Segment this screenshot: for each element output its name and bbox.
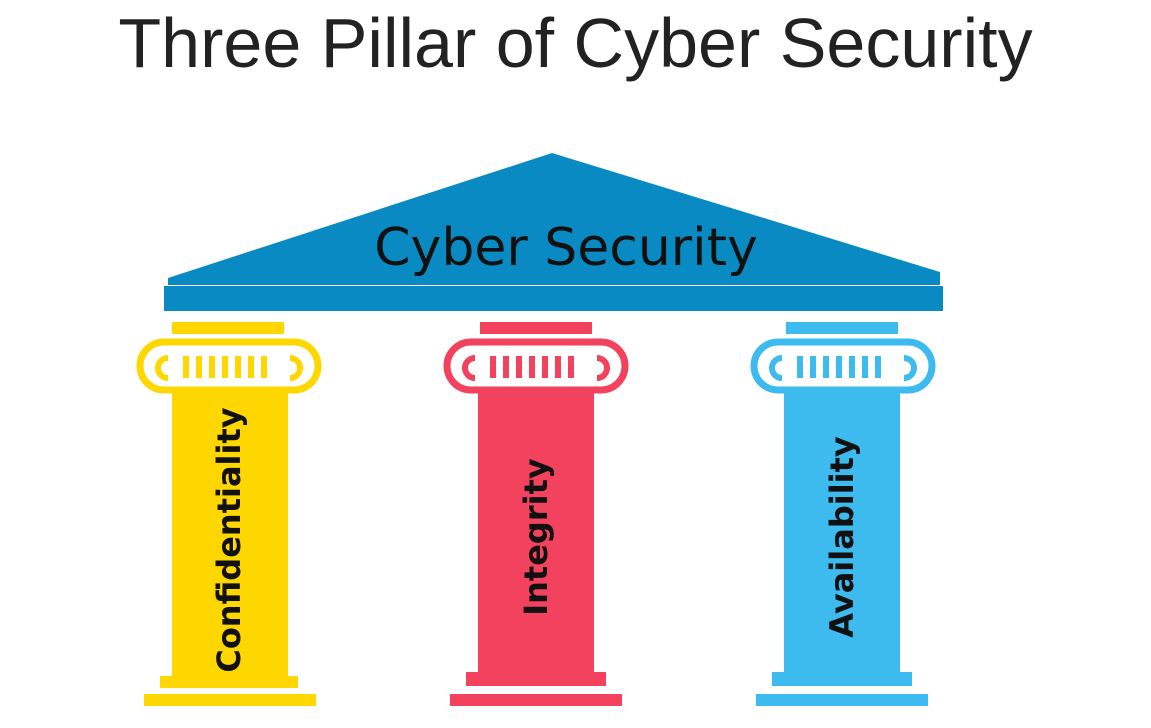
flute <box>183 356 189 378</box>
pillar-integrity: Integrity <box>443 322 629 706</box>
pillar-capital-white <box>750 338 936 394</box>
pillar-base-lower <box>450 694 622 706</box>
pillar-volute-left <box>769 355 783 381</box>
flute <box>516 356 522 378</box>
pillar-top-bar <box>480 322 592 334</box>
flute <box>810 356 816 378</box>
flute <box>222 356 228 378</box>
pillar-volute-left <box>155 355 169 381</box>
flute <box>235 356 241 378</box>
flute <box>529 356 535 378</box>
flute <box>875 356 881 378</box>
pillar-top-bar <box>172 322 284 334</box>
flute <box>568 356 574 378</box>
flute <box>797 356 803 378</box>
pillar-volute-right <box>289 355 303 381</box>
roof: Cyber Security <box>164 153 943 311</box>
pillar-availability: Availability <box>750 322 936 706</box>
pillar-volute-right <box>903 355 917 381</box>
flute <box>503 356 509 378</box>
pillar-shaft <box>784 392 900 672</box>
pillar-label: Confidentiality <box>210 407 248 672</box>
flute <box>542 356 548 378</box>
pillar-capital-flutes <box>490 356 574 378</box>
pillar-base-lower <box>756 694 928 706</box>
pillar-capital-flutes <box>183 356 267 378</box>
pillar-base-upper <box>772 672 912 686</box>
pillar-volute-left <box>462 355 476 381</box>
pillar-capital-white <box>443 338 629 394</box>
pillar-capital-flutes <box>797 356 881 378</box>
flute <box>823 356 829 378</box>
roof-label: Cyber Security <box>374 218 758 278</box>
pillar-label: Availability <box>823 436 861 638</box>
page-title: Three Pillar of Cyber Security <box>118 4 1033 82</box>
roof-pediment <box>168 153 940 285</box>
flute <box>209 356 215 378</box>
flute <box>862 356 868 378</box>
flute <box>248 356 254 378</box>
flute <box>836 356 842 378</box>
pillar-top-bar <box>786 322 898 334</box>
pillar-volute-right <box>596 355 610 381</box>
pillar-shaft <box>478 392 594 672</box>
flute <box>555 356 561 378</box>
pillar-base-upper <box>160 676 298 688</box>
flute <box>196 356 202 378</box>
roof-beam <box>164 286 943 311</box>
pillar-base-lower <box>144 694 316 706</box>
pillar-label: Integrity <box>517 458 555 616</box>
pillar-confidentiality: Confidentiality <box>136 322 322 706</box>
flute <box>849 356 855 378</box>
pillar-base-upper <box>466 672 606 686</box>
flute <box>261 356 267 378</box>
flute <box>490 356 496 378</box>
pillar-capital-white <box>136 338 322 394</box>
pillar-shaft <box>172 392 288 676</box>
